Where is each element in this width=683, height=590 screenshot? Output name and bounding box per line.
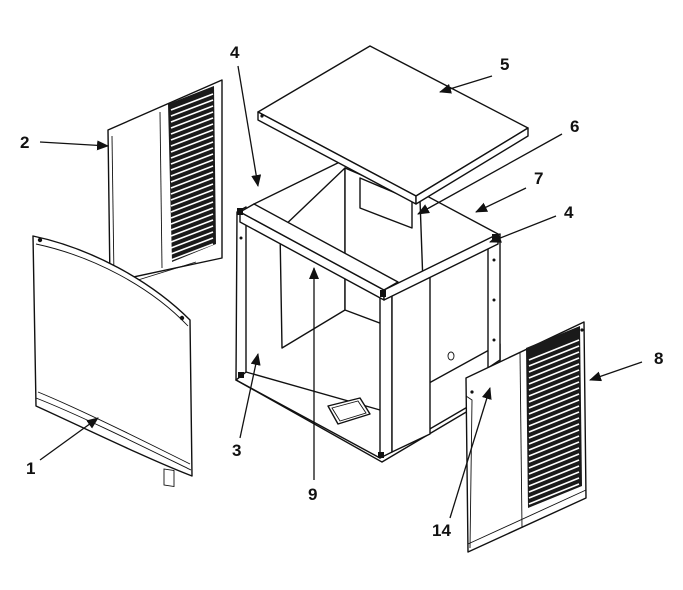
- grille-slat: [170, 219, 214, 237]
- grille-slat: [170, 237, 214, 255]
- grille-slat: [528, 453, 580, 475]
- callout-5: 5: [500, 55, 509, 74]
- grille-slat: [528, 489, 580, 511]
- grille-slat: [528, 387, 580, 409]
- callout-6: 6: [570, 117, 579, 136]
- grille-slat: [170, 141, 214, 159]
- cabinet-frame: [235, 155, 501, 463]
- leader-lines: [39, 65, 643, 519]
- grille-slat: [528, 435, 580, 457]
- grille-slat: [528, 417, 580, 439]
- grille-slat: [170, 189, 214, 207]
- grille-slat: [528, 471, 580, 493]
- grille-slat: [528, 441, 580, 463]
- callout-14: 14: [432, 521, 451, 540]
- grille-slat: [528, 369, 580, 391]
- grille-slat: [528, 483, 580, 505]
- grille-slat: [170, 99, 214, 117]
- grille-slat: [170, 201, 214, 219]
- callout-4-right: 4: [564, 203, 574, 222]
- grille-slat: [170, 213, 214, 231]
- callout-8: 8: [654, 349, 663, 368]
- grille-slat: [528, 399, 580, 421]
- grille-slat: [170, 135, 214, 153]
- top-panel: [257, 45, 529, 205]
- grille-slat: [528, 393, 580, 415]
- grille-slat: [170, 111, 214, 129]
- grille-slat: [528, 423, 580, 445]
- front-panel: [32, 235, 193, 487]
- grille-slat: [528, 345, 580, 367]
- grille-slat: [528, 381, 580, 403]
- grille-slat: [170, 105, 214, 123]
- right-panel-grille: [526, 326, 582, 511]
- grille-slat: [528, 429, 580, 451]
- grille-slat: [528, 477, 580, 499]
- grille-slat: [170, 171, 214, 189]
- callout-9: 9: [308, 485, 317, 504]
- grille-slat: [528, 465, 580, 487]
- grille-slat: [170, 153, 214, 171]
- left-side-panel: [107, 79, 223, 283]
- grille-slat: [170, 183, 214, 201]
- grille-slat: [170, 207, 214, 225]
- grille-slat: [528, 351, 580, 373]
- grille-slat: [170, 195, 214, 213]
- left-panel-grille: [168, 86, 216, 262]
- callout-labels: 2 1 3 4 5 6 7 4 8 9 14: [20, 43, 663, 540]
- grille-slat: [170, 177, 214, 195]
- grille-slat: [170, 129, 214, 147]
- grille-slat: [528, 411, 580, 433]
- grille-slat: [528, 363, 580, 385]
- grille-slat: [528, 405, 580, 427]
- grille-slat: [528, 375, 580, 397]
- grille-slat: [528, 459, 580, 481]
- grille-slat: [170, 123, 214, 141]
- callout-7: 7: [534, 169, 543, 188]
- grille-slat: [170, 225, 214, 243]
- grille-slat: [170, 147, 214, 165]
- grille-slat: [170, 93, 214, 111]
- grille-slat: [528, 357, 580, 379]
- grille-slat: [528, 447, 580, 469]
- callout-3: 3: [232, 441, 241, 460]
- grille-slat: [170, 117, 214, 135]
- callout-4-top: 4: [230, 43, 240, 62]
- grille-slat: [170, 165, 214, 183]
- grille-slat: [170, 231, 214, 249]
- callout-1: 1: [26, 459, 35, 478]
- grille-slat: [528, 339, 580, 361]
- right-side-panel: [465, 321, 587, 553]
- grille-slat: [170, 243, 214, 261]
- grille-slat: [170, 159, 214, 177]
- callout-2: 2: [20, 133, 29, 152]
